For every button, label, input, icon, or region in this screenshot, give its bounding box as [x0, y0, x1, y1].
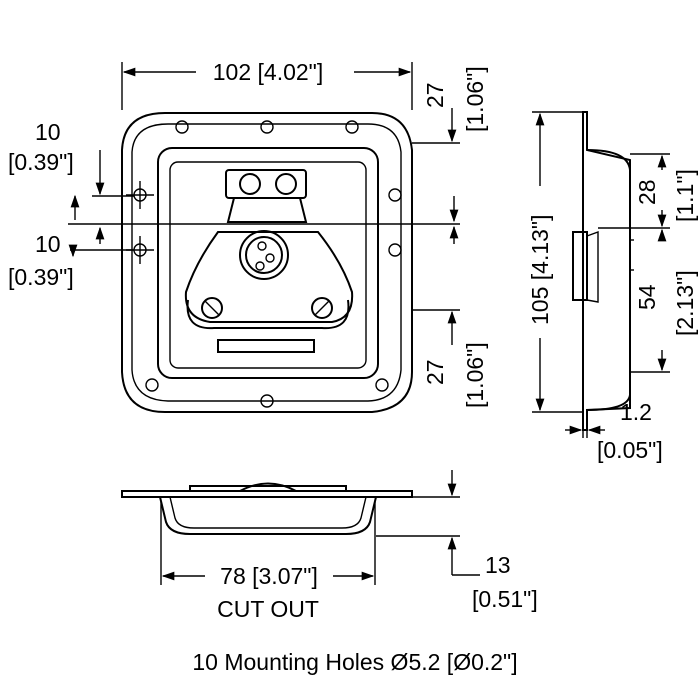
flange-in: [0.05"]: [597, 437, 663, 463]
side-upper-mm: 28: [634, 179, 660, 205]
dimension-width-top: 102 [4.02"]: [121, 59, 413, 110]
cutout-label: CUT OUT: [217, 596, 319, 622]
dimension-side-lower: 54 [2.13"]: [630, 228, 698, 373]
dimension-hole-spacing: 10 [0.39"] 10 [0.39"]: [8, 119, 460, 290]
flange-mm: 1.2: [620, 399, 652, 425]
dimension-height-side: 105 [4.13"]: [527, 111, 583, 413]
dimension-bottom-offset: 27 [1.06"]: [412, 309, 488, 408]
depth-mm: 13: [485, 552, 511, 578]
bottom-offset-in: [1.06"]: [462, 342, 488, 408]
depth-in: [0.51"]: [472, 586, 538, 612]
hole-spacing2-mm: 10: [35, 231, 61, 257]
side-view: [572, 111, 634, 431]
cutout-label-value: 78 [3.07"]: [220, 563, 318, 589]
side-lower-in: [2.13"]: [672, 270, 698, 336]
front-view: [121, 112, 413, 413]
width-top-label: 102 [4.02"]: [213, 59, 323, 85]
hole-spacing-in: [0.39"]: [8, 149, 74, 175]
dimension-depth: 13 [0.51"]: [376, 470, 538, 612]
hole-spacing-mm: 10: [35, 119, 61, 145]
bottom-view: [121, 482, 413, 535]
dimension-top-offset: 27 [1.06"]: [412, 66, 488, 144]
caption: 10 Mounting Holes Ø5.2 [Ø0.2"]: [192, 649, 517, 675]
dimension-cutout: 78 [3.07"] CUT OUT: [160, 502, 376, 622]
bottom-offset-mm: 27: [422, 359, 448, 385]
top-offset-in: [1.06"]: [462, 66, 488, 132]
height-side-label: 105 [4.13"]: [527, 215, 553, 325]
side-upper-in: [1.1"]: [672, 169, 698, 222]
dimension-side-upper: 28 [1.1"]: [598, 153, 698, 229]
hole-spacing2-in: [0.39"]: [8, 264, 74, 290]
side-lower-mm: 54: [634, 284, 660, 310]
dimension-flange: 1.2 [0.05"]: [565, 399, 663, 463]
top-offset-mm: 27: [422, 82, 448, 108]
